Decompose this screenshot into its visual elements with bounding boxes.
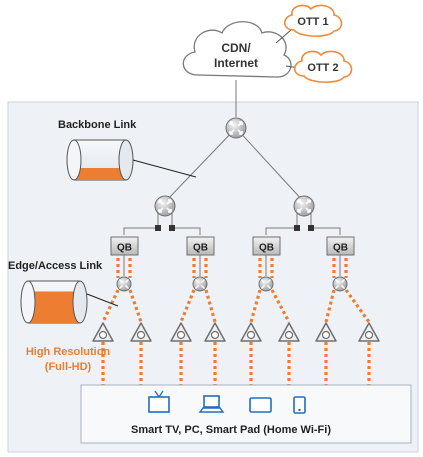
qb-box-1: QB [110, 236, 139, 256]
smart-pad-icon [293, 396, 306, 414]
devices-caption: Smart TV, PC, Smart Pad (Home Wi-Fi) [131, 424, 331, 436]
qb-label-4: QB [333, 243, 348, 254]
high-resolution-label: High Resolution [26, 346, 111, 358]
tv-icon [148, 390, 170, 413]
ott-1-label: OTT 1 [297, 16, 328, 28]
devices-box: Smart TV, PC, Smart Pad (Home Wi-Fi) [80, 384, 412, 444]
tablet-icon [249, 397, 272, 413]
qb-box-3: QB [252, 236, 281, 256]
core-router-icon [225, 117, 247, 139]
video-stream-dotted-lines [101, 258, 371, 385]
cloud-label-line1: CDN/ [221, 41, 251, 55]
edge-router-2-icon [192, 276, 208, 292]
cdn-internet-cloud: CDN/ Internet [182, 21, 292, 78]
cloud-label-line2: Internet [214, 56, 258, 70]
aggregation-router-right-icon [293, 195, 315, 217]
edge-access-link-pipe: Edge/Access Link [8, 260, 119, 324]
backbone-link-label: Backbone Link [58, 119, 137, 131]
qb-label-3: QB [259, 243, 274, 254]
aggregation-router-left-icon [154, 195, 176, 217]
full-hd-label: (Full-HD) [45, 361, 92, 373]
qb-label-2: QB [193, 243, 208, 254]
edge-router-1-icon [116, 276, 132, 292]
laptop-icon [198, 395, 225, 413]
qb-box-2: QB [186, 236, 215, 256]
qb-box-4: QB [326, 236, 355, 256]
backbone-link-pipe: Backbone Link [58, 119, 197, 181]
qb-label-1: QB [117, 243, 132, 254]
edge-router-4-icon [332, 276, 348, 292]
edge-router-3-icon [258, 276, 274, 292]
edge-access-link-label: Edge/Access Link [8, 260, 103, 272]
ott-1-cloud: OTT 1 [283, 4, 343, 37]
ott-2-label: OTT 2 [307, 62, 338, 74]
ott-2-cloud: OTT 2 [293, 50, 353, 83]
